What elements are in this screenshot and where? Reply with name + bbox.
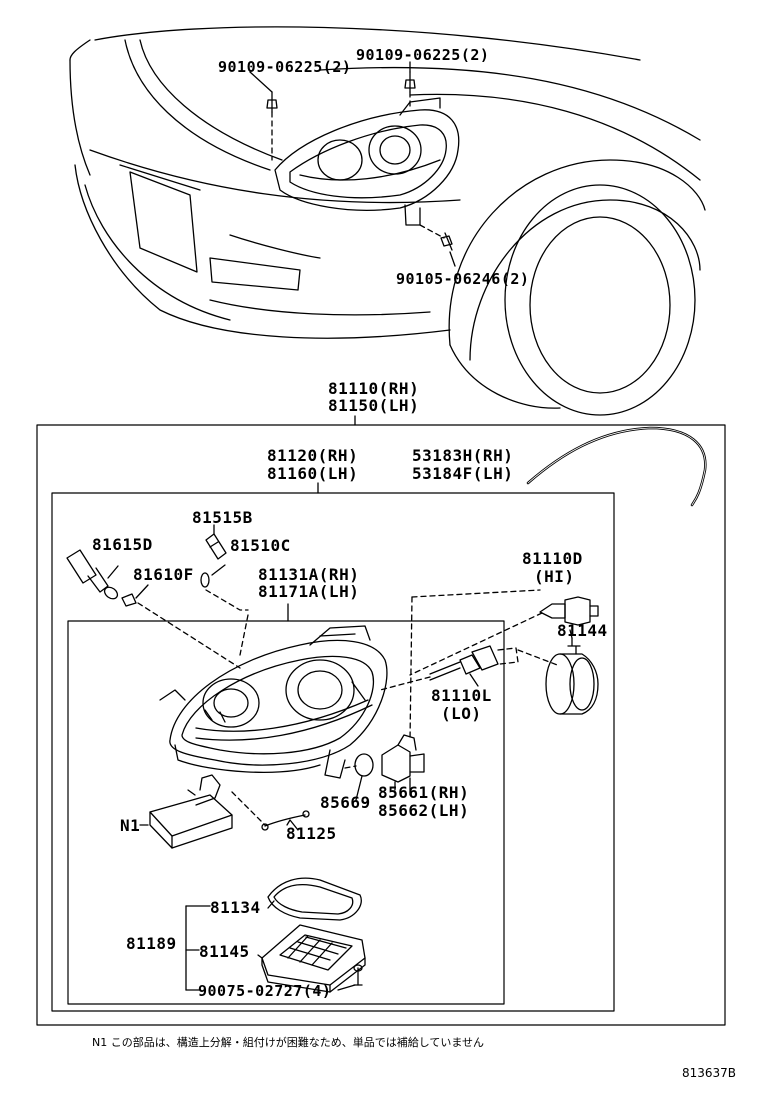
label-assy-lh: 81150(LH) [328, 396, 420, 415]
label-81144: 81144 [557, 621, 608, 640]
cover-81144 [545, 637, 599, 715]
small-bulbs [66, 524, 249, 669]
wire-81125 [261, 810, 310, 831]
label-81145: 81145 [199, 942, 250, 961]
label-unit-rh: 81120(RH) [267, 446, 359, 465]
label-bulb-hi: 81110D [522, 549, 583, 568]
label-81125: 81125 [286, 824, 337, 843]
label-81615d: 81615D [92, 535, 153, 554]
label-cable-lh: 53184F(LH) [412, 464, 514, 483]
car-front-illustration [69, 26, 706, 416]
label-bulb-lo: 81110L [431, 686, 492, 705]
label-cable-rh: 53183H(RH) [412, 446, 514, 465]
footnote: N1 この部品は、構造上分解・組付けが困難なため、単品では補給していません [92, 1036, 485, 1049]
leader-lines [185, 629, 573, 991]
cover-81145 [261, 924, 366, 993]
assembly-frames [36, 415, 726, 1026]
label-85661: 85661(RH) [378, 783, 470, 802]
label-lens-rh: 81131A(RH) [258, 565, 360, 584]
label-unit-lh: 81160(LH) [267, 464, 359, 483]
ballast-n1 [139, 774, 266, 849]
label-lens-lh: 81171A(LH) [258, 582, 360, 601]
side-bulb-85661 [344, 734, 425, 801]
label-81134: 81134 [210, 898, 261, 917]
screw-90075 [353, 964, 363, 986]
label-81515b: 81515B [192, 508, 253, 527]
label-81610f: 81610F [133, 565, 194, 584]
label-85662: 85662(LH) [378, 801, 470, 820]
label-bolt-left: 90109-06225(2) [218, 58, 352, 76]
label-n1: N1 [120, 816, 141, 835]
gasket-81134 [267, 877, 362, 921]
label-assy-rh: 81110(RH) [328, 379, 420, 398]
label-bolt-bottom: 90105-06246(2) [396, 270, 530, 288]
label-bulb-hi-tag: (HI) [534, 567, 575, 586]
label-81189: 81189 [126, 934, 177, 953]
headlamp-housing [159, 625, 388, 779]
lo-bulb [379, 645, 561, 691]
label-81510c: 81510C [230, 536, 291, 555]
hi-bulb [409, 589, 599, 741]
diagram-code: 813637B [681, 1066, 736, 1080]
label-bulb-lo-tag: (LO) [441, 704, 482, 723]
label-bolt-right: 90109-06225(2) [356, 46, 490, 64]
label-85669: 85669 [320, 793, 371, 812]
label-screw: 90075-02727(4) [198, 982, 332, 1000]
